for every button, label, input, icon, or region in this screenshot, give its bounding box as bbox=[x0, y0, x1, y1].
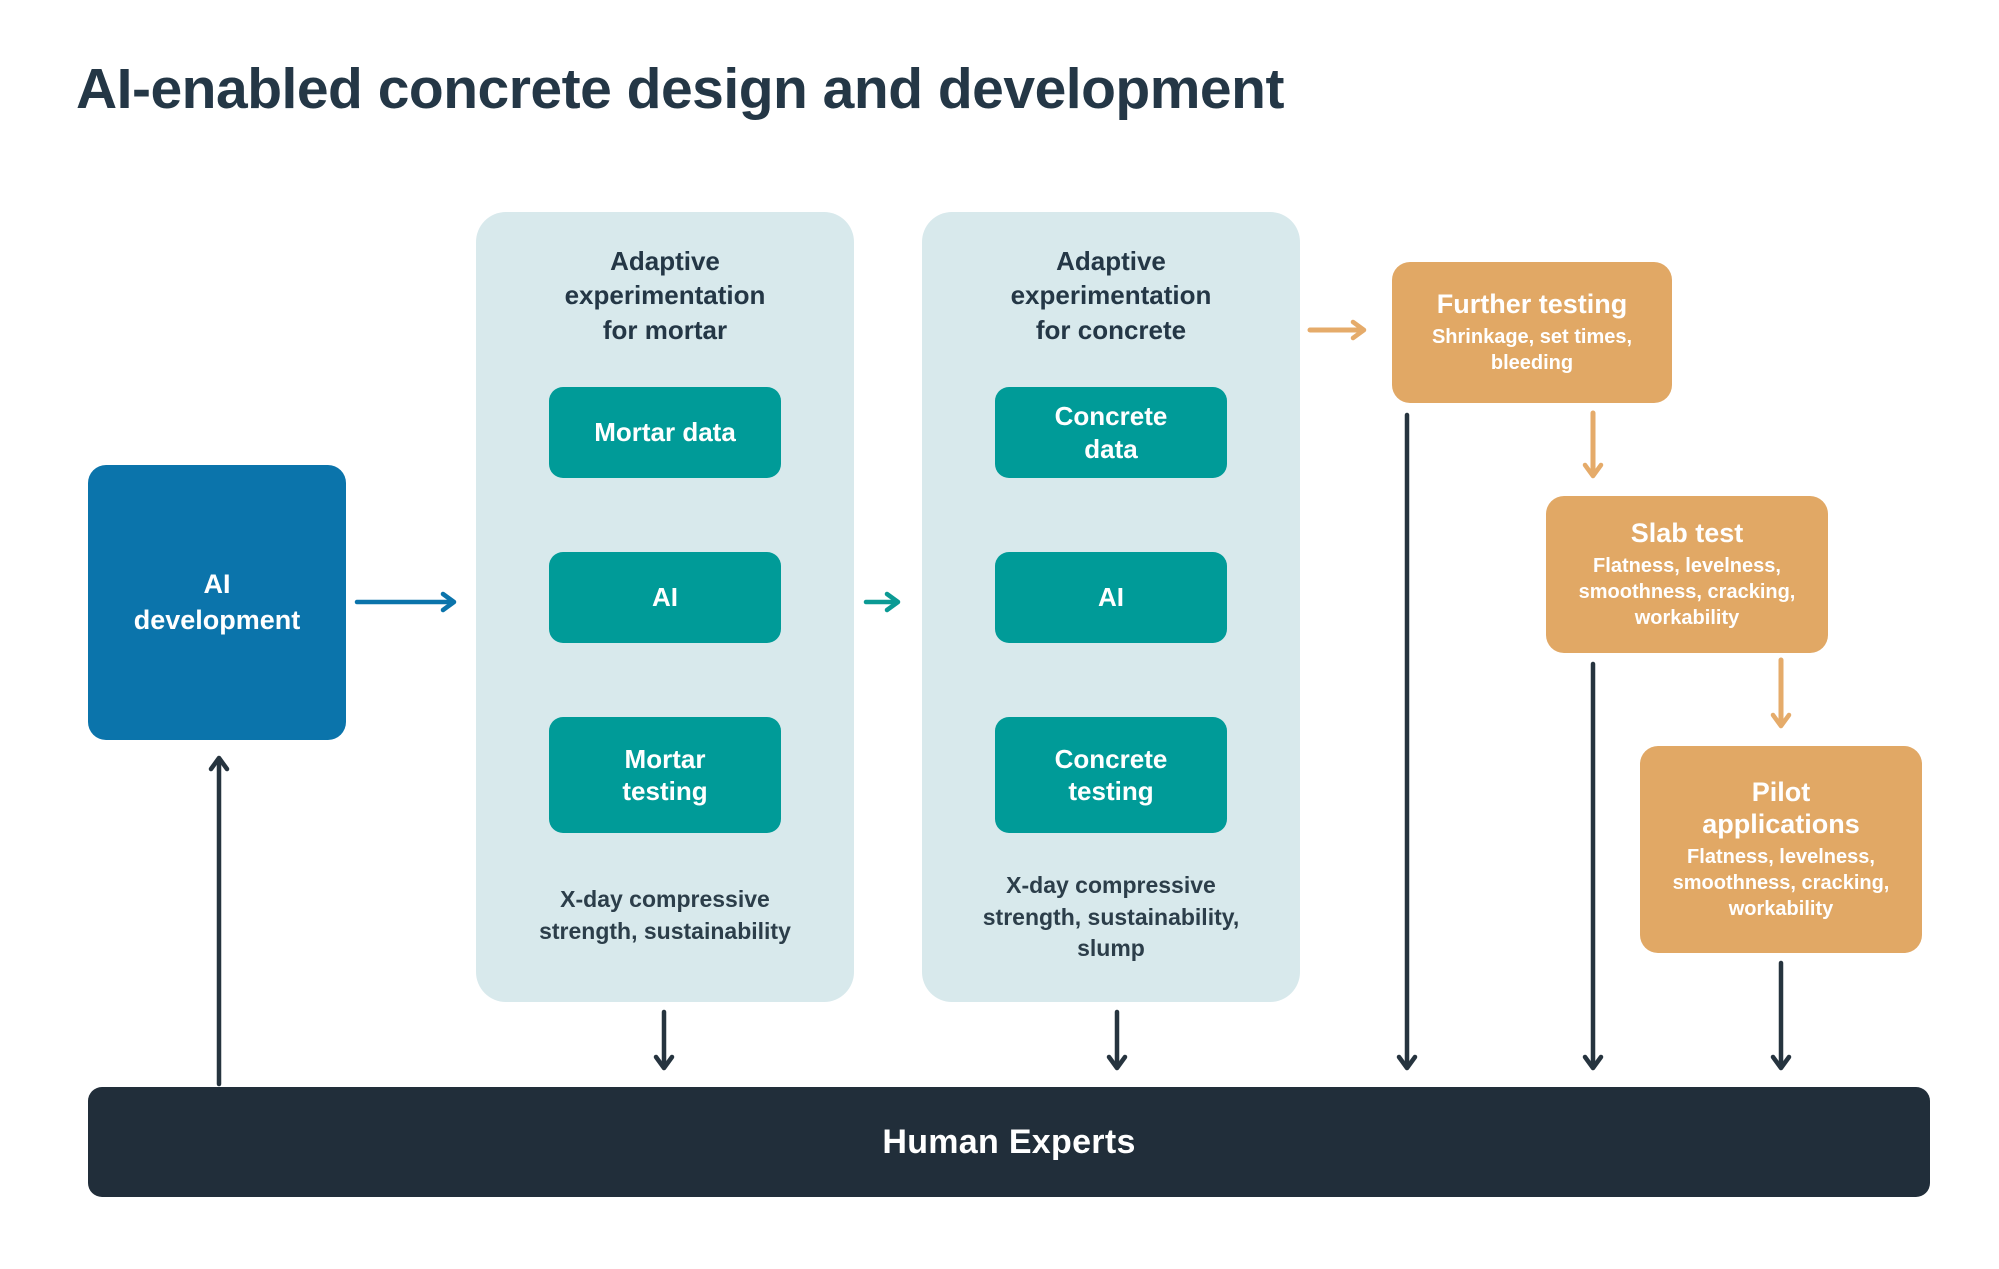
slab-test-subtitle: Flatness, levelness, smoothness, crackin… bbox=[1578, 555, 1796, 630]
mortar-data-node: Mortar data bbox=[549, 387, 781, 478]
concrete-ai-label: AI bbox=[1098, 582, 1124, 613]
concrete-testing-label: Concrete testing bbox=[1054, 743, 1168, 807]
concrete-data-label: Concrete data bbox=[1054, 401, 1168, 464]
mortar-panel-title: Adaptive experimentation for mortar bbox=[564, 246, 766, 345]
mortar-experimentation-panel: Adaptive experimentation for mortar Mort… bbox=[476, 212, 854, 1002]
further-testing-title: Further testing bbox=[1436, 288, 1628, 319]
pilot-applications-title: Pilot applications bbox=[1702, 776, 1860, 839]
ai-development-label: AI development bbox=[133, 568, 301, 635]
mortar-testing-label: Mortar testing bbox=[622, 743, 708, 807]
further-testing-subtitle: Shrinkage, set times, bleeding bbox=[1431, 326, 1633, 375]
concrete-ai-node: AI bbox=[995, 552, 1227, 643]
mortar-ai-node: AI bbox=[549, 552, 781, 643]
mortar-testing-node: Mortar testing bbox=[549, 717, 781, 833]
concrete-testing-node: Concrete testing bbox=[995, 717, 1227, 833]
slab-test-node: Slab test Flatness, levelness, smoothnes… bbox=[1546, 496, 1828, 653]
concrete-experimentation-panel: Adaptive experimentation for concrete Co… bbox=[922, 212, 1300, 1002]
mortar-ai-label: AI bbox=[652, 582, 678, 613]
page-title: AI-enabled concrete design and developme… bbox=[76, 57, 1284, 121]
further-testing-node: Further testing Shrinkage, set times, bl… bbox=[1392, 262, 1672, 403]
pilot-applications-node: Pilot applications Flatness, levelness, … bbox=[1640, 746, 1922, 953]
human-experts-bar: Human Experts bbox=[88, 1087, 1930, 1197]
concrete-panel-caption: X-day compressive strength, sustainabili… bbox=[982, 872, 1240, 962]
mortar-panel-caption: X-day compressive strength, sustainabili… bbox=[539, 886, 791, 944]
slab-test-title: Slab test bbox=[1630, 517, 1744, 548]
concrete-panel-title: Adaptive experimentation for concrete bbox=[1010, 246, 1212, 345]
pilot-applications-subtitle: Flatness, levelness, smoothness, crackin… bbox=[1672, 846, 1890, 921]
ai-development-node: AI development bbox=[88, 465, 346, 740]
mortar-data-label: Mortar data bbox=[594, 417, 736, 448]
concrete-data-node: Concrete data bbox=[995, 387, 1227, 478]
human-experts-label: Human Experts bbox=[882, 1122, 1136, 1161]
